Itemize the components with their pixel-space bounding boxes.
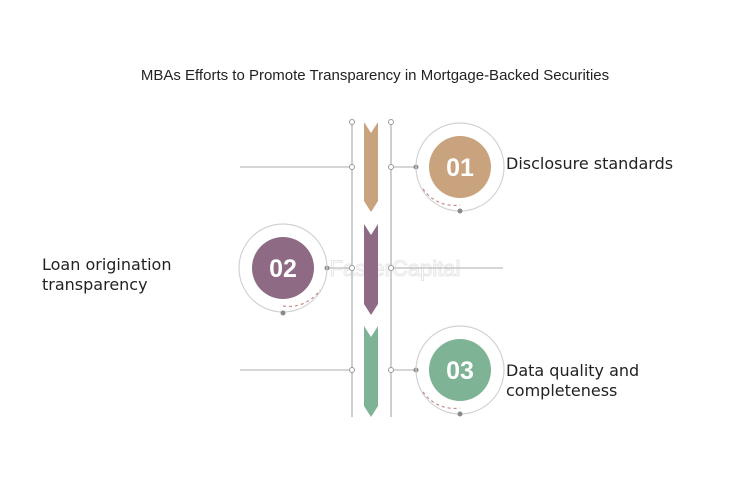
- step-2-label-line-2: transparency: [42, 275, 148, 294]
- step-2: 02 Loan origination transparency: [42, 223, 503, 316]
- step-1-number: 01: [446, 154, 474, 182]
- step-2-label-line-1: Loan origination: [42, 255, 171, 274]
- step-3-label: Data quality and completeness: [506, 361, 644, 400]
- step-2-bottom-dot: [280, 310, 286, 316]
- arrow-segments: [364, 122, 378, 417]
- step-2-number: 02: [269, 255, 297, 283]
- arrow-segment-1: [364, 122, 378, 212]
- left-rail-top-dot: [349, 119, 355, 125]
- step-3-label-line-1: Data quality and: [506, 361, 639, 380]
- step-1-number-circle: [429, 136, 491, 198]
- step-2-rail-dot: [388, 265, 394, 271]
- step-3-rail-dot: [388, 367, 394, 373]
- step-1: 01 Disclosure standards: [240, 122, 673, 214]
- step-3-label-line-2: completeness: [506, 381, 617, 400]
- step-3: 03 Data quality and completeness: [240, 325, 644, 417]
- step-2-junction-dot: [349, 265, 355, 271]
- right-rail-top-dot: [388, 119, 394, 125]
- arrow-segment-3: [364, 326, 378, 417]
- step-1-label-line-1: Disclosure standards: [506, 154, 673, 173]
- step-3-junction-dot: [349, 367, 355, 373]
- step-1-dashed-arc: [422, 188, 461, 207]
- step-1-rail-dot: [388, 164, 394, 170]
- arrow-segment-2: [364, 224, 378, 315]
- step-3-dashed-arc: [422, 391, 461, 410]
- step-3-number-circle: [429, 339, 491, 401]
- step-3-number: 03: [446, 357, 474, 385]
- step-3-bottom-dot: [457, 411, 463, 417]
- step-2-label: Loan origination transparency: [42, 255, 177, 294]
- diagram-title: MBAs Efforts to Promote Transparency in …: [141, 67, 609, 84]
- step-1-label: Disclosure standards: [506, 154, 673, 173]
- step-1-junction-dot: [349, 164, 355, 170]
- step-2-dashed-arc: [282, 289, 321, 308]
- step-1-bottom-dot: [457, 208, 463, 214]
- step-2-number-circle: [252, 237, 314, 299]
